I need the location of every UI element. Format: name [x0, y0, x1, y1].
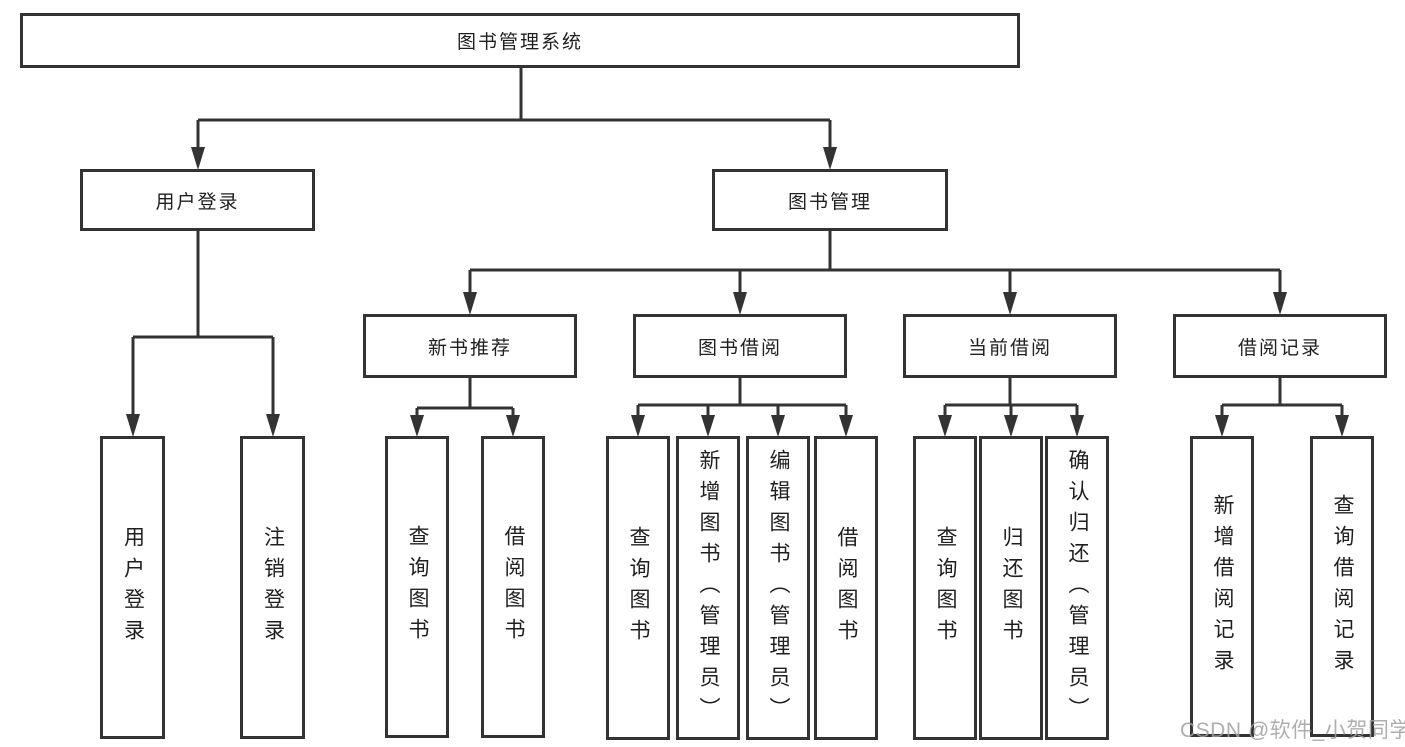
arrow-down-icon	[631, 415, 645, 437]
leaf-logout: 注销登录	[240, 436, 305, 739]
leaf-cb-query-books-label: 查询图书	[934, 526, 958, 650]
arrow-down-icon	[506, 415, 520, 437]
arrow-down-icon	[463, 292, 477, 315]
arrow-down-icon	[701, 415, 715, 437]
connector-book-management	[468, 231, 1282, 296]
leaf-bb-borrow-books: 借阅图书	[814, 436, 878, 740]
connector-root	[196, 66, 832, 150]
arrow-down-icon	[1004, 415, 1018, 437]
leaf-br-query-record: 查询借阅记录	[1310, 436, 1374, 737]
node-new-book-recommend: 新书推荐	[363, 314, 577, 378]
arrow-down-icon	[191, 147, 205, 170]
leaf-nb-borrow-books: 借阅图书	[481, 436, 545, 738]
node-user-login: 用户登录	[80, 169, 315, 231]
leaf-bb-add-books-admin-label: 新增图书（管理员）	[697, 448, 721, 728]
node-borrowing-records: 借阅记录	[1173, 314, 1387, 378]
node-current-borrowing-label: 当前借阅	[967, 337, 1052, 359]
node-book-borrowing-label: 图书借阅	[697, 337, 782, 359]
arrow-down-icon	[1215, 415, 1229, 437]
leaf-bb-edit-books-admin-label: 编辑图书（管理员）	[767, 448, 791, 728]
leaf-logout-label: 注销登录	[261, 525, 285, 650]
arrow-down-icon	[1335, 415, 1349, 437]
leaf-cb-confirm-return-admin: 确认归还（管理员）	[1045, 436, 1109, 740]
node-borrowing-records-label: 借阅记录	[1237, 337, 1322, 359]
csdn-watermark: CSDN @软件_小贺同学	[1180, 719, 1405, 742]
leaf-br-add-record: 新增借阅记录	[1190, 436, 1254, 737]
arrow-down-icon	[126, 414, 140, 437]
leaf-user-login: 用户登录	[100, 436, 165, 739]
arrow-down-icon	[839, 415, 853, 437]
leaf-br-add-record-label: 新增借阅记录	[1211, 493, 1235, 680]
arrow-down-icon	[1003, 292, 1017, 315]
leaf-nb-borrow-books-label: 借阅图书	[502, 525, 526, 649]
node-book-borrowing: 图书借阅	[633, 314, 847, 378]
arrow-down-icon	[771, 415, 785, 437]
connector-borrowing-records	[1220, 378, 1344, 420]
node-user-login-label: 用户登录	[155, 191, 240, 213]
arrow-down-icon	[266, 414, 280, 437]
arrow-down-icon	[410, 415, 424, 437]
arrow-down-icon	[733, 292, 747, 315]
leaf-cb-return-books-label: 归还图书	[1000, 526, 1024, 650]
connector-book-borrowing	[636, 378, 848, 420]
leaf-bb-add-books-admin: 新增图书（管理员）	[676, 436, 740, 740]
leaf-bb-query-books: 查询图书	[606, 436, 670, 740]
leaf-nb-query-books: 查询图书	[385, 436, 449, 738]
connector-current-borrowing	[943, 378, 1079, 420]
leaf-bb-query-books-label: 查询图书	[627, 526, 651, 650]
arrow-down-icon	[1273, 292, 1287, 315]
arrowheads	[126, 147, 1349, 437]
leaf-br-query-record-label: 查询借阅记录	[1331, 493, 1355, 680]
leaf-cb-query-books: 查询图书	[913, 436, 977, 740]
connector-user-login	[131, 231, 275, 418]
node-book-management: 图书管理	[712, 169, 948, 231]
node-current-borrowing: 当前借阅	[903, 314, 1117, 378]
leaf-user-login-label: 用户登录	[121, 525, 145, 650]
arrow-down-icon	[1070, 415, 1084, 437]
leaf-cb-confirm-return-admin-label: 确认归还（管理员）	[1066, 448, 1090, 728]
node-new-book-recommend-label: 新书推荐	[427, 337, 512, 359]
leaf-bb-edit-books-admin: 编辑图书（管理员）	[746, 436, 810, 740]
node-root: 图书管理系统	[20, 13, 1020, 68]
leaf-bb-borrow-books-label: 借阅图书	[835, 526, 859, 650]
node-root-label: 图书管理系统	[456, 32, 583, 53]
leaf-cb-return-books: 归还图书	[979, 436, 1043, 740]
arrow-down-icon	[823, 147, 837, 170]
arrow-down-icon	[938, 415, 952, 437]
node-book-management-label: 图书管理	[787, 191, 872, 213]
connector-new-book	[415, 378, 515, 420]
leaf-nb-query-books-label: 查询图书	[406, 525, 430, 649]
